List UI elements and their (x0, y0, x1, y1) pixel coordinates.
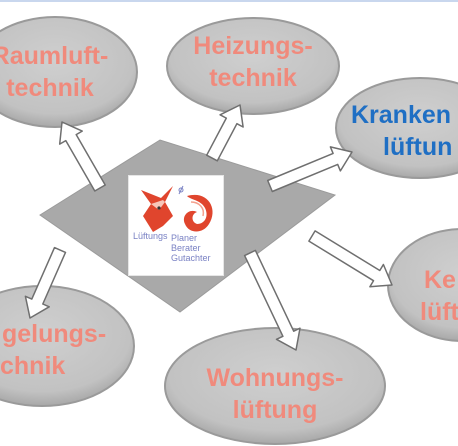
arrow-to-keller (308, 230, 393, 288)
arrow-to-wohnung (243, 249, 301, 351)
node-ellipse-kranken (335, 77, 458, 179)
node-label-line: Heizungs- (193, 32, 313, 60)
node-ellipse-heizung (166, 17, 340, 115)
node-label-line: gelungs- (2, 320, 107, 348)
node-label-keller: Ke lüft (412, 264, 458, 328)
logo-role-text: Gutachter (171, 253, 211, 263)
node-label-line: Ke (424, 266, 456, 294)
node-label-raumluft: Raumluft- technik (0, 40, 130, 104)
node-label-line: Raumluft- (0, 42, 109, 70)
arrow-to-heizung (205, 104, 244, 162)
node-ellipse-wohnung (164, 327, 386, 445)
arrow-to-kranken (266, 146, 353, 193)
node-ellipse-raumluft (0, 16, 138, 128)
node-label-regelung: gelungs- chnik (0, 318, 110, 382)
node-label-line: Kranken (351, 101, 452, 129)
top-border-line (0, 0, 458, 2)
node-label-line: technik (6, 74, 94, 102)
node-label-line: lüftun (383, 133, 453, 161)
node-label-line: lüft (420, 298, 458, 326)
arrow-to-regelung (24, 246, 67, 319)
node-label-line: technik (209, 64, 297, 92)
logo-card: Lüftungs Planer Berater Gutachter (128, 175, 224, 276)
logo-brand-text: Lüftungs (133, 231, 168, 241)
node-label-wohnung: Wohnungs- lüftung (190, 362, 360, 426)
node-label-heizung: Heizungs- technik (173, 30, 333, 94)
node-label-kranken: Kranken lüftun (347, 99, 458, 163)
node-label-line: chnik (0, 352, 66, 380)
node-label-line: lüftung (232, 396, 318, 424)
logo-role-text: Berater (171, 243, 201, 253)
logo-role-text: Planer (171, 233, 198, 243)
fox-icon (141, 185, 213, 232)
node-label-line: Wohnungs- (206, 364, 344, 392)
arrow-to-raumluft (58, 121, 106, 192)
